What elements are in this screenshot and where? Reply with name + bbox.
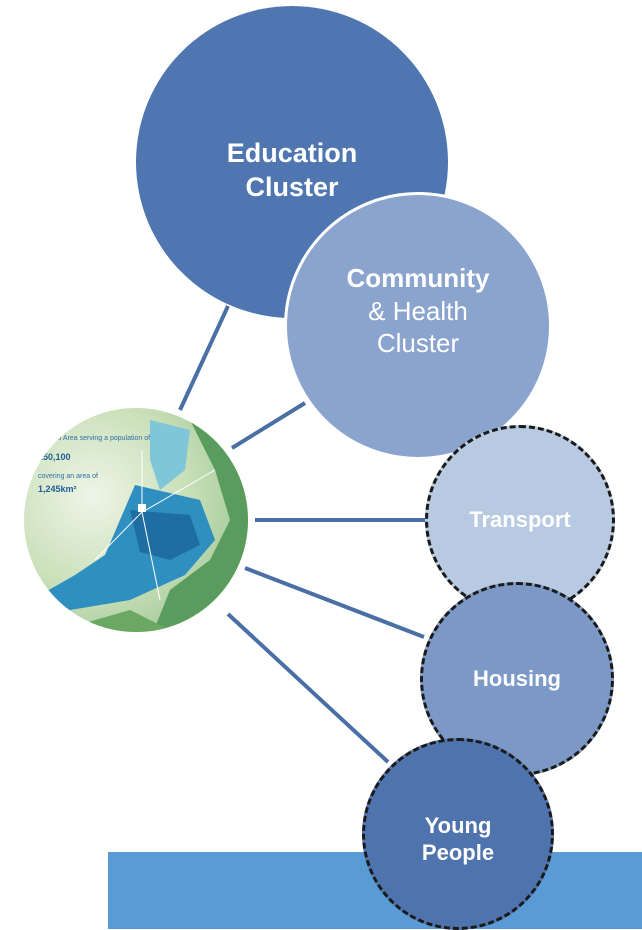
connector-education — [178, 305, 230, 411]
transport-label: Transport — [469, 507, 571, 533]
map-caption-text2: covering an area of — [38, 473, 98, 480]
connector-community — [230, 401, 307, 450]
housing-label: Housing — [473, 666, 561, 692]
connector-housing — [244, 566, 425, 639]
education-cluster-node: Education Cluster — [136, 6, 448, 318]
education-label-line2: Cluster — [245, 172, 339, 202]
young-people-label-line2: People — [421, 840, 495, 865]
education-label-line1: Education — [226, 138, 358, 169]
community-label-line2: & Health — [368, 295, 468, 326]
map-population-value: 150,100 — [38, 452, 71, 462]
community-health-cluster-node: Community & Health Cluster — [284, 192, 552, 460]
community-label-line1: Community — [346, 263, 490, 294]
young-people-label-line1: Young — [424, 812, 492, 838]
map-area-value: 1,245km² — [38, 484, 77, 494]
map-caption-text1: Council Area serving a population of — [38, 435, 150, 442]
connector-young-people — [226, 612, 390, 764]
young-people-node: Young People — [362, 738, 554, 930]
community-label-line3: Cluster — [376, 328, 460, 359]
